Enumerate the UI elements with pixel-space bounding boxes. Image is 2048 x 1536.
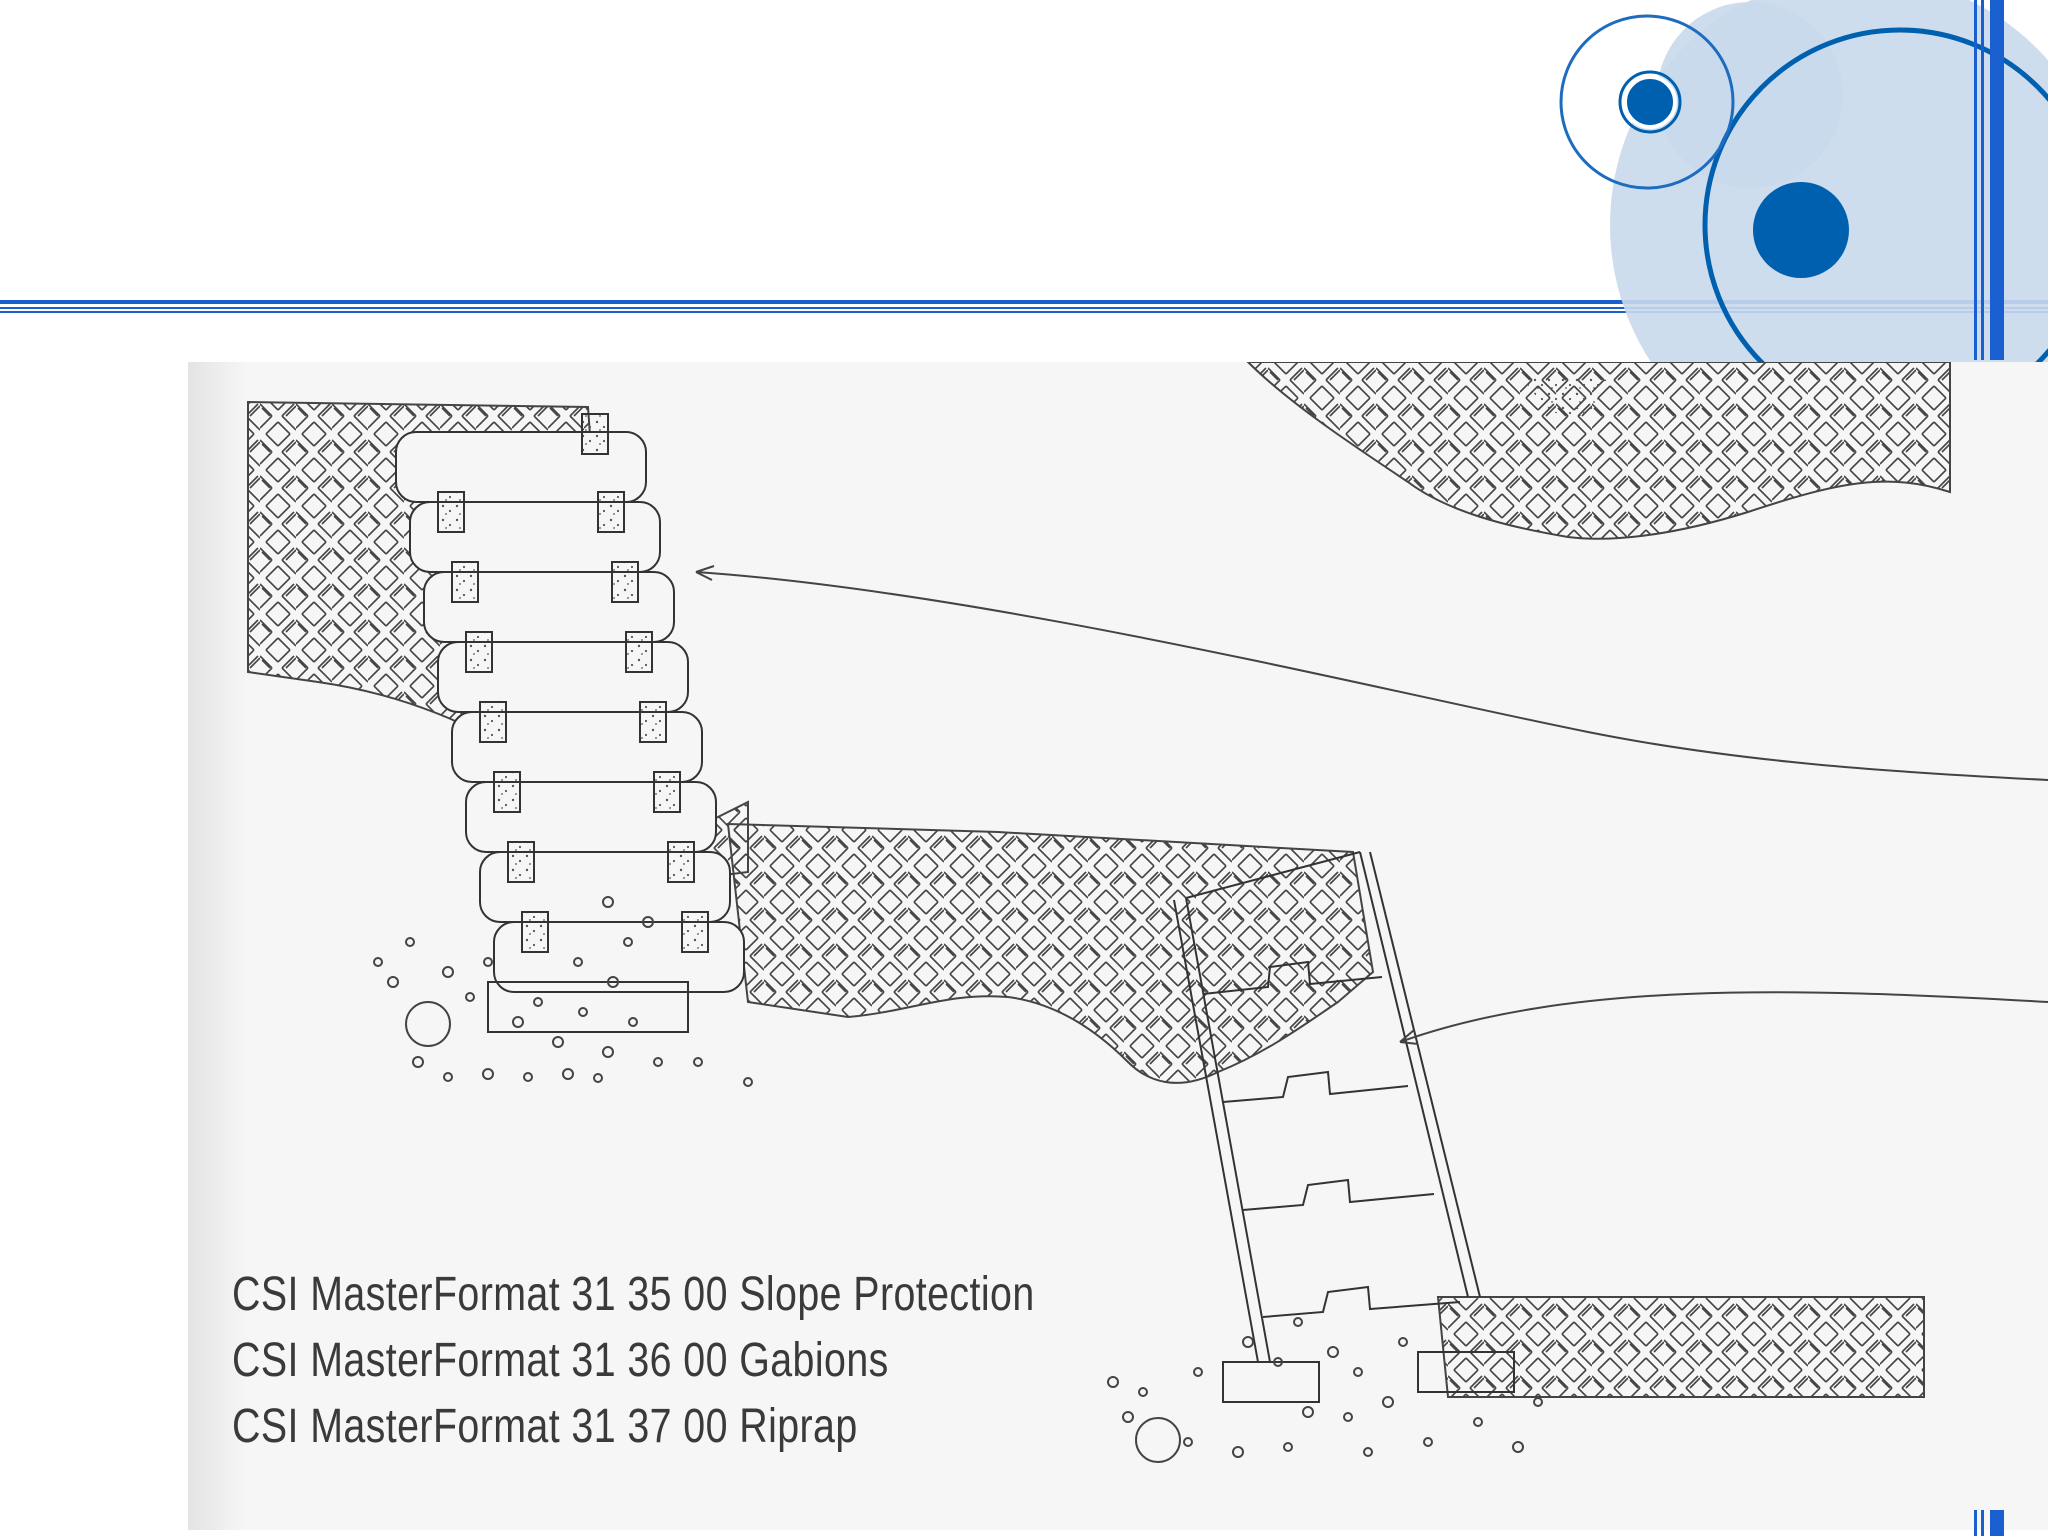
caption-line-gabions: CSI MasterFormat 31 36 00 Gabions: [232, 1334, 889, 1387]
right-edge-bars: [1974, 0, 2004, 1536]
scanned-drawing: [188, 362, 2048, 1530]
decorative-circles: [1559, 0, 2048, 370]
caption-line-slope-protection: CSI MasterFormat 31 35 00 Slope Protecti…: [232, 1268, 1035, 1321]
caption-line-riprap: CSI MasterFormat 31 37 00 Riprap: [232, 1400, 858, 1453]
caption-block: CSI MasterFormat 31 35 00 Slope Protecti…: [232, 1262, 1211, 1460]
header-rule: [0, 300, 2048, 313]
slope-protection-diagram: [247, 362, 2048, 1463]
